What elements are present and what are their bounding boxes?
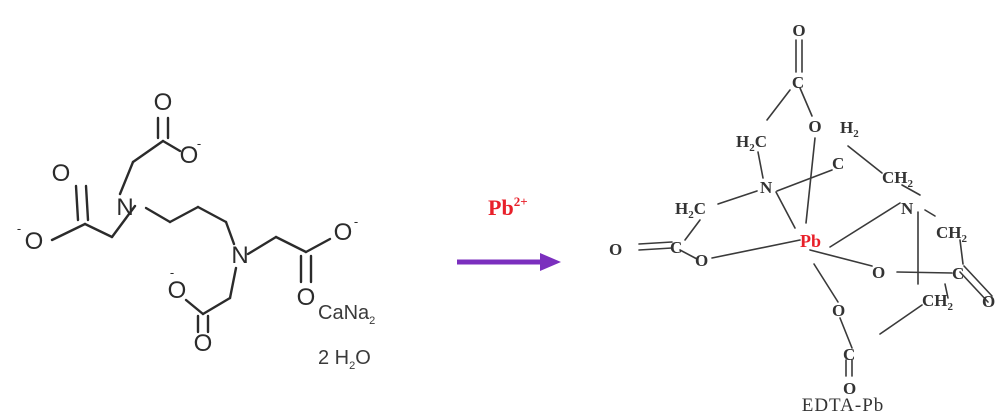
product-label: EDTA-Pb [802, 395, 885, 412]
nitrogen-atom: N [760, 178, 773, 197]
bond [963, 265, 993, 297]
oxygen-atom: O [832, 301, 845, 320]
bond [829, 202, 901, 248]
bond [776, 169, 833, 192]
oxygen-atom: O [792, 21, 805, 40]
bond [839, 317, 853, 349]
oxygen-atom: O [154, 89, 173, 116]
negative-charge: - [17, 221, 21, 236]
edta-structure: N N O O - O O - O - O O - O CaNa2 2 H2O [17, 89, 375, 372]
bond [144, 206, 172, 224]
bond [196, 205, 228, 224]
bond [766, 89, 791, 121]
reagent-label: Pb2+ [488, 194, 528, 220]
bond [246, 235, 278, 256]
bond [201, 296, 232, 316]
bond [959, 239, 964, 265]
bond [110, 204, 137, 239]
bond [959, 271, 989, 303]
bond [74, 184, 80, 222]
ch2-group: CH2 [882, 168, 914, 190]
salt-formula: CaNa2 [318, 302, 375, 327]
oxygen-atom: O [297, 284, 316, 311]
h2-group: H2 [840, 118, 859, 140]
bond [679, 249, 698, 260]
bond [805, 137, 816, 224]
bond [638, 241, 673, 245]
bond [717, 190, 758, 205]
bond [896, 271, 953, 274]
hydrate-formula: 2 H2O [318, 347, 371, 372]
negative-charge: - [354, 214, 358, 229]
lead-atom: Pb [800, 231, 821, 251]
nitrogen-atom: N [901, 199, 914, 218]
negative-charge: - [170, 265, 174, 280]
bond [84, 184, 90, 222]
bond [901, 184, 921, 196]
bond [638, 247, 673, 251]
bond [813, 263, 839, 303]
oxygen-atom: O [168, 277, 187, 304]
ch2-group: H2C [736, 132, 767, 154]
bond [228, 266, 238, 300]
bond [304, 237, 332, 254]
bond [184, 298, 205, 316]
edta-pb-structure: O C O H2C H2 C CH2 N N H2C CH2 O C O Pb … [609, 21, 995, 412]
carbon-atom: C [792, 73, 804, 92]
bond [118, 160, 135, 196]
ch2-group: CH2 [922, 291, 954, 313]
bond [847, 145, 883, 174]
reaction-arrow-head [540, 253, 561, 271]
bond [50, 222, 87, 242]
bond [757, 151, 764, 179]
oxygen-atom: O [180, 142, 199, 169]
ch2-group: CH2 [936, 223, 968, 245]
bond [224, 220, 236, 246]
nitrogen-atom: N [116, 194, 133, 221]
bond [799, 87, 813, 117]
oxygen-atom: O [52, 160, 71, 187]
bond [168, 205, 200, 224]
bond [684, 219, 701, 241]
oxygen-atom: O [194, 330, 213, 357]
bond [944, 283, 949, 299]
oxygen-atom: O [808, 117, 821, 136]
negative-charge: - [197, 136, 201, 151]
carbon-atom: C [843, 345, 855, 364]
oxygen-atom: O [25, 228, 44, 255]
bond [711, 239, 801, 259]
oxygen-atom: O [982, 292, 995, 311]
carbon-atom: C [952, 264, 964, 283]
bond [83, 222, 114, 239]
bond [775, 191, 796, 229]
carbon-atom: C [670, 238, 682, 257]
nitrogen-atom: N [231, 242, 248, 269]
bond [131, 139, 165, 164]
oxygen-atom: O [695, 251, 708, 270]
bond [809, 249, 873, 267]
bond [879, 304, 923, 335]
oxygen-atom: O [872, 263, 885, 282]
ch2-group: H2C [675, 199, 706, 221]
oxygen-atom: O [843, 379, 856, 398]
oxygen-atom: O [334, 219, 353, 246]
reaction-arrow-group: Pb2+ [457, 194, 561, 271]
bond [161, 139, 182, 153]
bond [924, 209, 936, 217]
carbon-atom: C [832, 154, 844, 173]
oxygen-atom: O [609, 240, 622, 259]
bond [274, 235, 308, 254]
